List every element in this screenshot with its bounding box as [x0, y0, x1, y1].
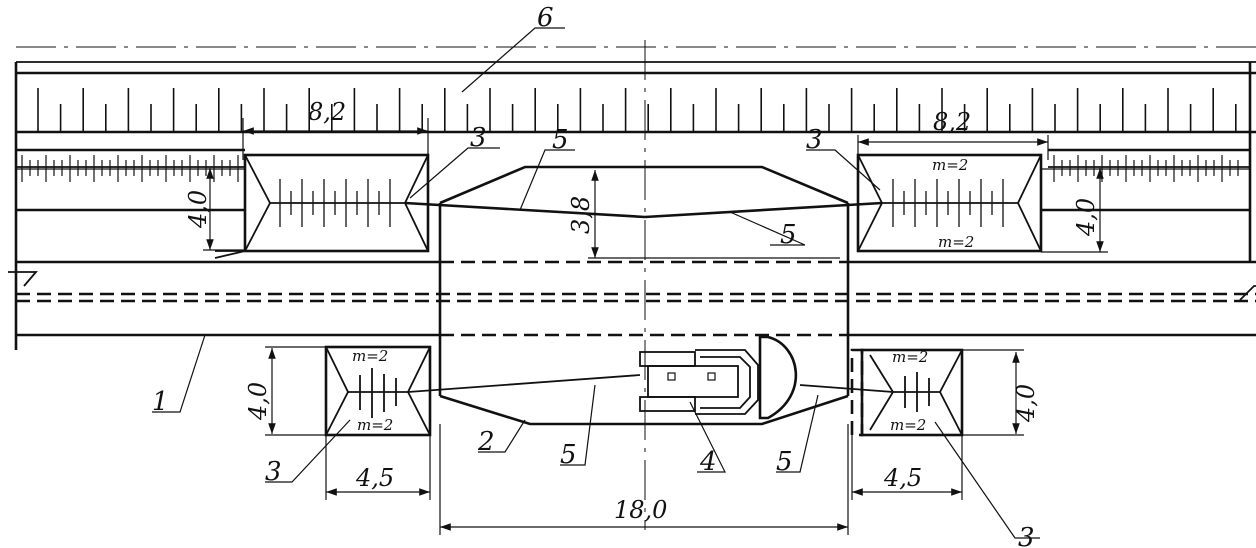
- dim-width-bottom-left: 4,5: [355, 464, 394, 492]
- slope-bottom-left-lower: m=2: [357, 416, 393, 434]
- pit-top-right: [856, 153, 1043, 253]
- label-3-top-left: 3: [470, 123, 487, 153]
- label-1: 1: [152, 387, 169, 417]
- dim-depth-bottom-left: 4,0: [244, 382, 272, 421]
- dim-span-center: 18,0: [614, 496, 667, 524]
- label-4: 4: [699, 447, 717, 477]
- label-3-top-right: 3: [806, 125, 823, 155]
- dim-depth-center: 3,8: [567, 196, 595, 234]
- rope-bottom-left: [407, 374, 641, 393]
- central-excavation: [404, 165, 883, 426]
- dim-depth-bottom-right: 4,0: [1012, 384, 1040, 423]
- label-5-top-left: 5: [552, 125, 569, 155]
- slope-top-right-upper: m=2: [932, 156, 968, 174]
- label-2: 2: [477, 427, 495, 457]
- pit-top-left: [214, 153, 430, 259]
- label-3-bottom-left: 3: [265, 457, 282, 487]
- dimension-lines: [203, 118, 1108, 535]
- slope-top-right-lower: m=2: [938, 233, 974, 251]
- rope-bottom-right: [799, 384, 894, 393]
- leader-lines: [152, 27, 1040, 539]
- slope-bottom-right-upper: m=2: [892, 348, 928, 366]
- dim-depth-top-left: 4,0: [184, 190, 212, 229]
- dim-depth-top-right: 4,0: [1072, 198, 1100, 237]
- dim-width-top-left: 8,2: [308, 98, 346, 126]
- top-band-ticks: [37, 88, 1237, 132]
- pit-bottom-right: [850, 348, 964, 437]
- road: [8, 260, 1256, 337]
- slope-bottom-right-lower: m=2: [890, 416, 926, 434]
- bulldozer: [639, 335, 798, 420]
- dim-width-bottom-right: 4,5: [883, 464, 922, 492]
- label-5-bottom-right: 5: [776, 447, 793, 477]
- label-6: 6: [537, 3, 554, 33]
- label-3-bottom-right: 3: [1018, 523, 1035, 548]
- dim-width-top-right: 8,2: [933, 108, 971, 136]
- label-5-top-right: 5: [780, 220, 797, 250]
- label-5-bottom-left: 5: [560, 440, 577, 470]
- slope-bottom-left-upper: m=2: [352, 347, 388, 365]
